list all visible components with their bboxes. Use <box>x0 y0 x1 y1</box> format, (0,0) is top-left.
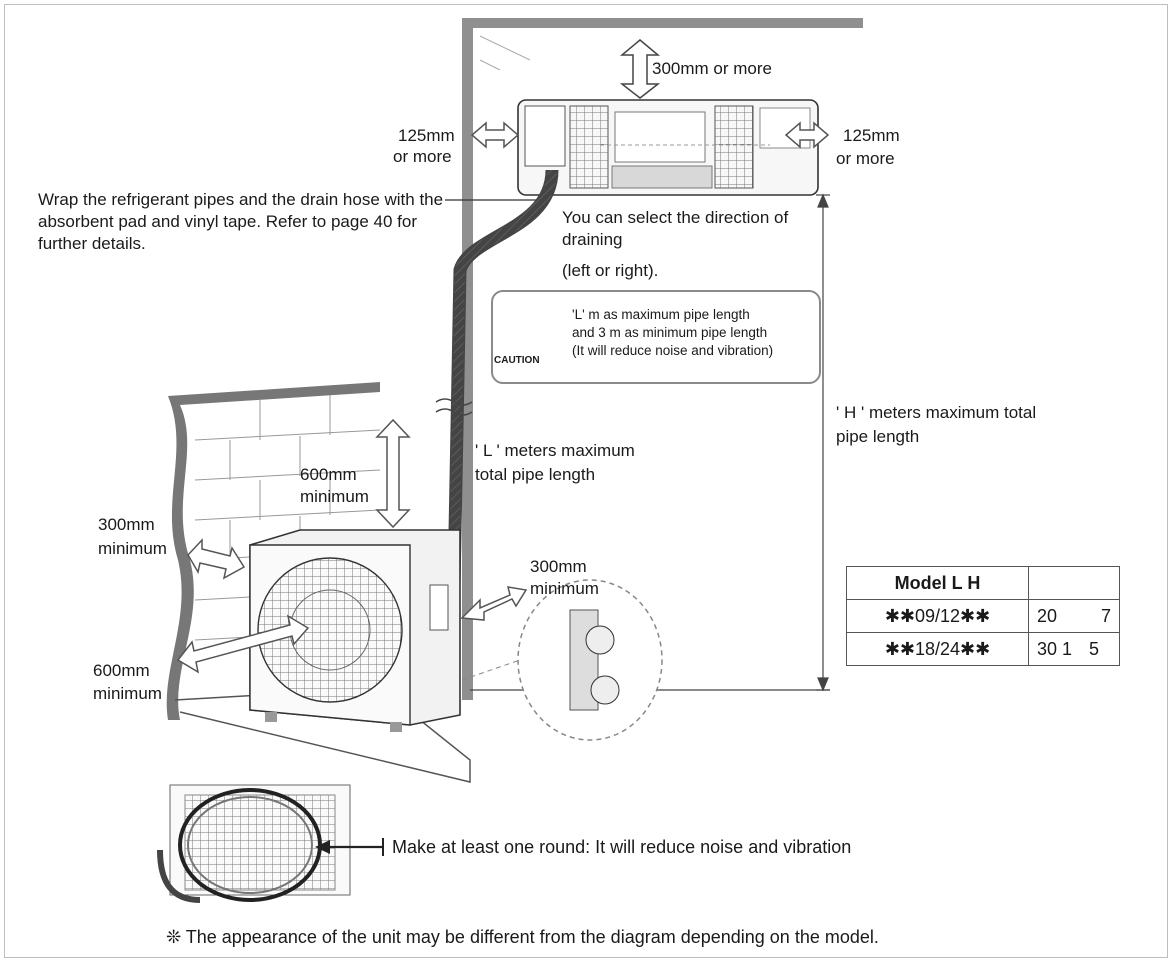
left-clearance-value: 125mm <box>398 126 455 145</box>
h-meters-line-1: ' H ' meters maximum total <box>836 403 1037 422</box>
table-row: ✱✱18/24✱✱ 30 1 5 <box>846 632 1120 666</box>
top-clearance-arrow <box>619 39 661 99</box>
model-cell: ✱✱09/12✱✱ <box>846 599 1029 633</box>
model-spec-table: Model L H ✱✱09/12✱✱ 20 7 ✱✱18/24✱✱ 30 1 … <box>846 566 1120 666</box>
indoor-unit <box>517 99 819 196</box>
outdoor-left-clearance-value: 300mm <box>98 515 155 534</box>
outdoor-top-clearance-qualifier: minimum <box>300 487 369 506</box>
left-clearance-qualifier: or more <box>393 147 452 166</box>
drain-note-line-1: You can select the direction of <box>562 208 789 227</box>
h-value-cell: 7 <box>1089 599 1120 633</box>
outdoor-front-clearance-value: 600mm <box>93 661 150 680</box>
outdoor-unit <box>249 529 461 732</box>
outdoor-right-clearance-value: 300mm <box>530 557 587 576</box>
caution-line-1: 'L' m as maximum pipe length <box>572 307 750 322</box>
page-frame <box>4 4 1168 958</box>
l-meters-line-2: total pipe length <box>475 465 596 484</box>
right-clearance-qualifier: or more <box>836 149 895 168</box>
caution-label: CAUTION <box>494 355 540 366</box>
outdoor-left-clearance-qualifier: minimum <box>98 539 167 558</box>
caution-box <box>491 290 821 384</box>
outdoor-right-clearance-qualifier: minimum <box>530 579 599 598</box>
table-header-cell: Model L H <box>846 566 1029 600</box>
valve-detail <box>461 579 663 741</box>
outdoor-front-clearance-qualifier: minimum <box>93 684 162 703</box>
caution-line-3: (It will reduce noise and vibration) <box>572 343 774 358</box>
coil-round-note: Make at least one round: It will reduce … <box>392 837 852 857</box>
table-cell <box>1089 566 1120 600</box>
wrap-pipes-note: Wrap the refrigerant pipes and the drain… <box>38 190 444 253</box>
footnote: ❊ The appearance of the unit may be diff… <box>166 927 879 947</box>
l-value-cell: 30 1 <box>1028 632 1089 666</box>
outdoor-top-clearance-value: 600mm <box>300 465 357 484</box>
side-clearance-arrows <box>470 121 830 149</box>
caution-line-2: and 3 m as minimum pipe length <box>572 325 768 340</box>
h-value-cell: 5 <box>1089 632 1120 666</box>
table-row: ✱✱09/12✱✱ 20 7 <box>846 599 1120 633</box>
l-meters-line-1: ' L ' meters maximum <box>475 441 635 460</box>
h-meters-line-2: pipe length <box>836 427 920 446</box>
table-cell <box>1028 566 1089 600</box>
right-clearance-value: 125mm <box>843 126 900 145</box>
model-cell: ✱✱18/24✱✱ <box>846 632 1029 666</box>
table-header-row: Model L H <box>846 566 1120 600</box>
l-value-cell: 20 <box>1028 599 1089 633</box>
indoor-wall <box>462 18 863 700</box>
outdoor-clearance-arrows <box>176 418 528 674</box>
top-clearance-label: 300mm or more <box>652 59 772 78</box>
drain-note-line-2: draining <box>562 230 623 249</box>
coil-illustration <box>157 784 384 903</box>
drain-note-line-3: (left or right). <box>562 261 659 280</box>
